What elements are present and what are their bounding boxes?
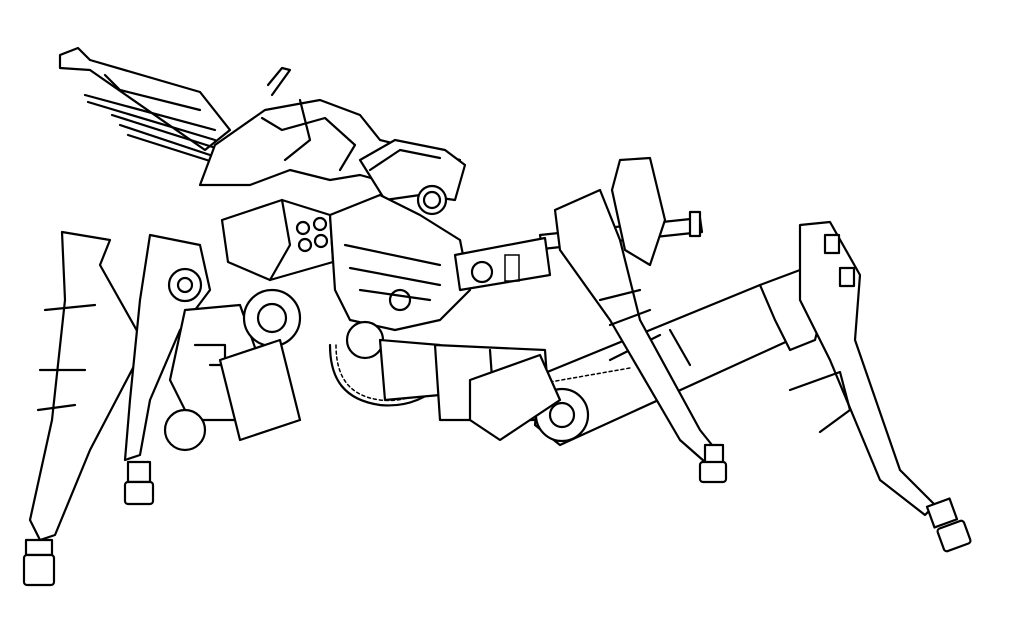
torso-core [328,193,472,360]
eye-sensor-icon [416,184,448,216]
claw-hammer [758,220,972,553]
leg-front-left [22,230,147,587]
missile-pod [220,198,335,282]
head-carapace [198,66,467,216]
rear-fin-spikes [58,46,234,170]
shoulder-joint [218,288,302,442]
leg-rear-right [553,156,728,484]
rear-body-panel [468,353,562,442]
